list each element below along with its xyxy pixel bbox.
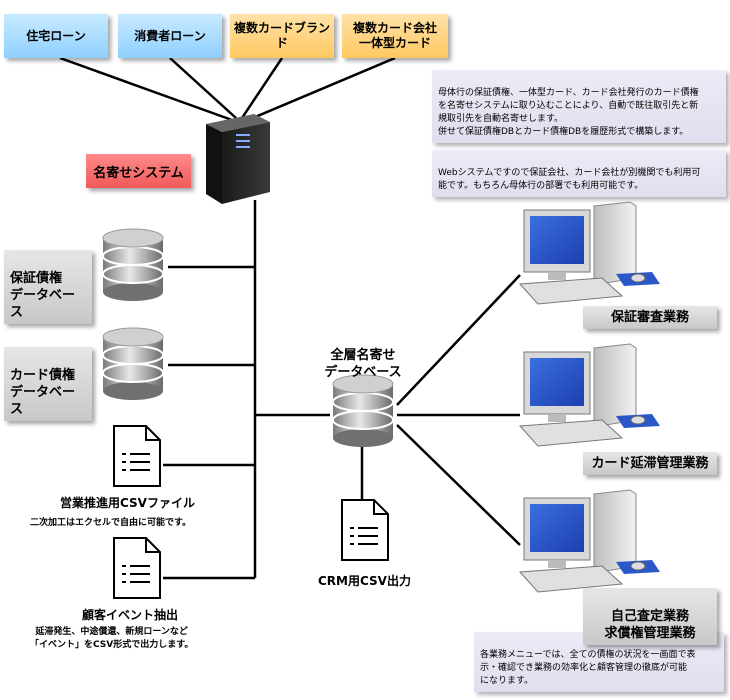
database-icon [102, 327, 164, 400]
name-matching-system-label: 名寄せシステム [93, 165, 184, 181]
source-multi-card-brand: 複数カードブランド [230, 14, 334, 58]
crm-csv-label: CRM用CSV出力 [318, 574, 411, 588]
guarantee-db-label-box: 保証債権 データベース [4, 250, 92, 324]
card-db-label-box: カード債権 データベース [4, 347, 92, 421]
source-housing-loan: 住宅ローン [4, 14, 108, 58]
database-icon [332, 374, 394, 447]
source-multi-card-brand-label: 複数カードブランド [233, 21, 330, 50]
source-consumer-loan-label: 消費者ローン [134, 28, 206, 43]
business-card-delay-label: カード延滞管理業務 [591, 456, 709, 471]
source-housing-loan-label: 住宅ローン [26, 28, 86, 43]
desktop-computer-icon [518, 201, 660, 305]
desktop-computer-icon [518, 343, 660, 447]
note-web: Webシステムですので保証会社、カード会社が別機関でも利用可 能です。もちろん母… [432, 150, 726, 197]
database-icon [102, 228, 164, 301]
guarantee-db-label: 保証債権 データベース [10, 271, 76, 320]
sales-csv-title: 営業推進用CSVファイル [60, 496, 195, 510]
all-db-label-text: 全層名寄せ データベース [324, 348, 402, 380]
business-guarantee-review-label: 保証審査業務 [610, 310, 689, 325]
source-consumer-loan: 消費者ローン [118, 14, 222, 58]
event-extract-desc: 延滞発生、中途償還、新規ローンなど 「イベント」をCSV形式で出力します。 [30, 627, 194, 650]
desktop-computer-icon [518, 489, 660, 593]
document-icon [113, 425, 161, 487]
source-multi-card-company-label: 複数カード会社 一体型カード [352, 21, 437, 50]
business-self-assessment: 自己査定業務 求償権管理業務 [583, 588, 717, 645]
business-self-assessment-label: 自己査定業務 求償権管理業務 [604, 609, 696, 641]
source-multi-card-company: 複数カード会社 一体型カード [342, 14, 448, 58]
document-icon [113, 537, 161, 599]
sales-csv-desc: 二次加工はエクセルで自由に可能です。 [30, 518, 192, 528]
document-icon [341, 499, 389, 561]
event-extract-title: 顧客イベント抽出 [82, 608, 179, 622]
note-web-text: Webシステムですので保証会社、カード会社が別機関でも利用可 能です。もちろん母… [438, 168, 701, 191]
business-guarantee-review: 保証審査業務 [583, 306, 717, 329]
business-card-delay: カード延滞管理業務 [583, 452, 717, 475]
server-icon [206, 114, 270, 204]
card-db-label: カード債権 データベース [10, 368, 76, 417]
all-db-label: 全層名寄せ データベース [318, 330, 408, 381]
name-matching-system-box: 名寄せシステム [86, 154, 191, 188]
note-top: 母体行の保証債権、一体型カード、カード会社発行のカード債権 を名寄せシステムに取… [432, 70, 726, 143]
note-top-text: 母体行の保証債権、一体型カード、カード会社発行のカード債権 を名寄せシステムに取… [438, 88, 699, 137]
note-bottom-text: 各業務メニューでは、全ての債権の状況を一画面で表 示・確認でき業務の効率化と顧客… [480, 650, 696, 686]
